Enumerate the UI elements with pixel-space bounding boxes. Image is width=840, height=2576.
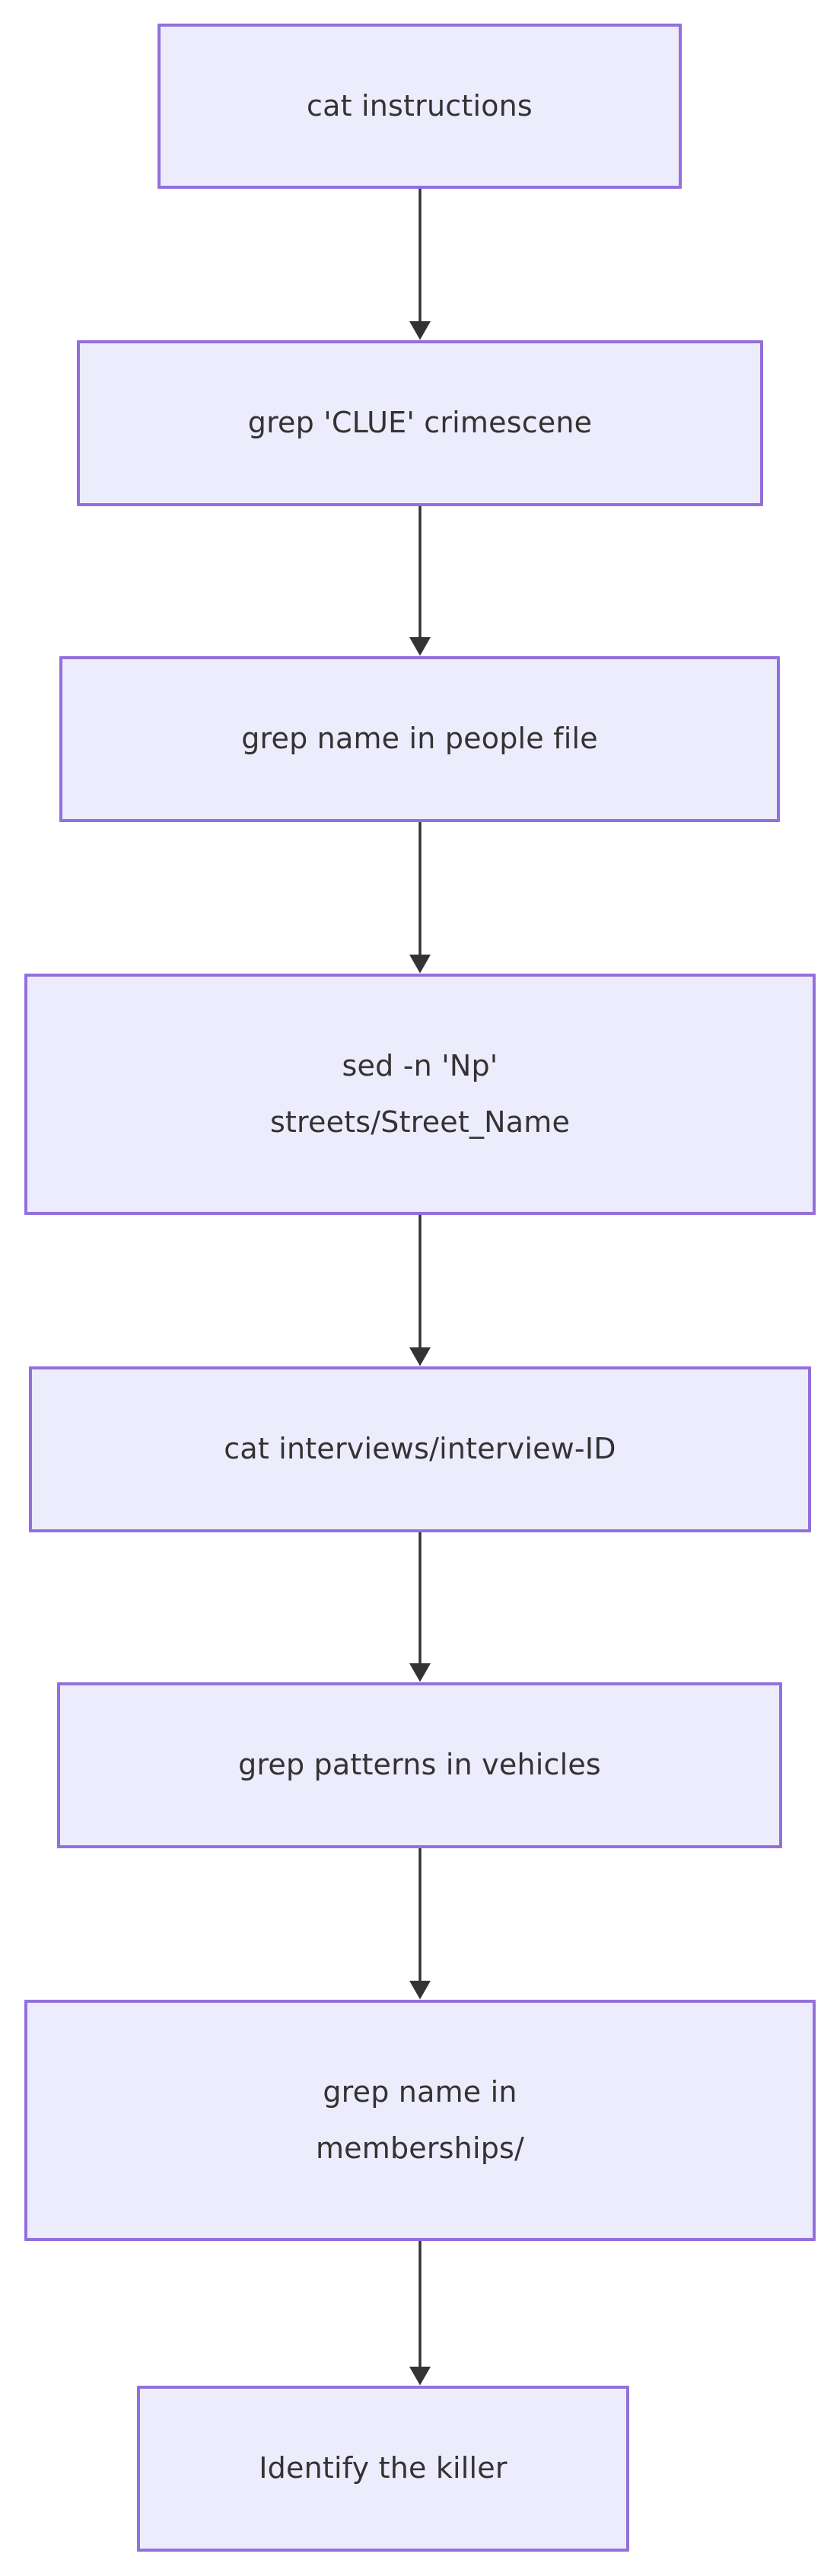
node-label: cat interviews/interview-ID bbox=[224, 1432, 616, 1466]
flowchart-node[interactable]: sed -n 'Np' streets/Street_Name bbox=[24, 974, 816, 1215]
node-label: memberships/ bbox=[315, 2131, 525, 2165]
flowchart-node[interactable]: grep name in memberships/ bbox=[24, 2000, 816, 2241]
flowchart-node[interactable]: cat instructions bbox=[158, 24, 682, 189]
flowchart-node[interactable]: Identify the killer bbox=[137, 2386, 629, 2552]
node-label: grep name in bbox=[323, 2075, 517, 2109]
node-label: grep name in people file bbox=[241, 722, 598, 756]
flowchart-node[interactable]: grep patterns in vehicles bbox=[57, 1682, 782, 1848]
flowchart-node[interactable]: cat interviews/interview-ID bbox=[29, 1366, 811, 1532]
node-label: cat instructions bbox=[307, 88, 533, 123]
node-label: Identify the killer bbox=[259, 2451, 508, 2485]
flowchart-node[interactable]: grep name in people file bbox=[59, 656, 780, 822]
flowchart-node[interactable]: grep 'CLUE' crimescene bbox=[77, 340, 763, 506]
node-label: sed -n 'Np' bbox=[342, 1049, 498, 1083]
node-label: streets/Street_Name bbox=[269, 1105, 571, 1139]
node-label: grep 'CLUE' crimescene bbox=[247, 406, 593, 440]
node-label: grep patterns in vehicles bbox=[238, 1748, 601, 1782]
